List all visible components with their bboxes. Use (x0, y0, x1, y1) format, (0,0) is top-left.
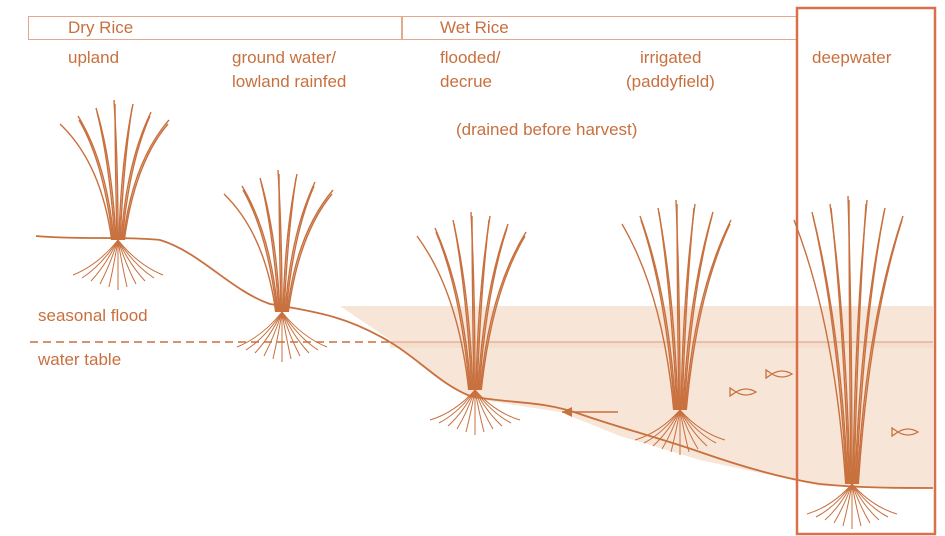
plant-groundwater (224, 170, 333, 362)
plant-upland (60, 100, 169, 290)
